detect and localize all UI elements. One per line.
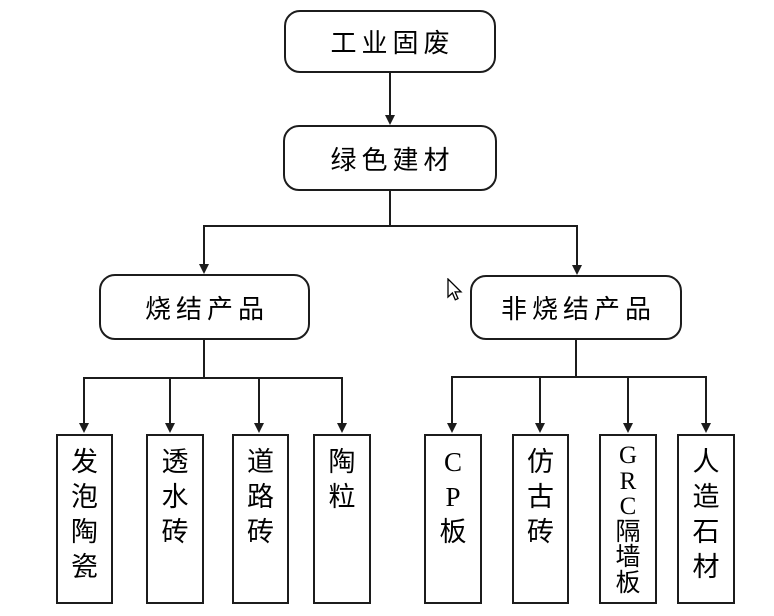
- node-non-sintered-products[interactable]: 非烧结产品: [470, 275, 682, 340]
- node-industrial-solid-waste[interactable]: 工业固废: [284, 10, 496, 73]
- node-foamed-ceramics[interactable]: 发 泡 陶 瓷: [56, 434, 113, 604]
- node-label: 发 泡 陶 瓷: [71, 447, 98, 582]
- node-road-brick[interactable]: 道 路 砖: [232, 434, 289, 604]
- mouse-cursor-icon: [447, 278, 463, 301]
- node-green-building-materials[interactable]: 绿色建材: [283, 125, 497, 191]
- node-label: G R C 隔 墙 板: [615, 442, 641, 597]
- node-label: 道 路 砖: [247, 447, 274, 547]
- node-sintered-products[interactable]: 烧结产品: [99, 274, 310, 340]
- node-label: 绿色建材: [330, 145, 455, 175]
- node-label: 透 水 砖: [161, 447, 189, 547]
- node-ceramsite[interactable]: 陶 粒: [313, 434, 371, 604]
- node-label: 工业固废: [330, 29, 455, 58]
- node-label: 烧结产品: [144, 294, 269, 324]
- node-label: 非烧结产品: [500, 295, 656, 324]
- node-grc-partition-board[interactable]: G R C 隔 墙 板: [599, 434, 657, 604]
- node-artificial-stone[interactable]: 人 造 石 材: [677, 434, 735, 604]
- node-label: 仿 古 砖: [527, 447, 554, 547]
- node-label: 人 造 石 材: [692, 447, 720, 582]
- node-label: C P 板: [439, 447, 467, 547]
- node-antique-brick[interactable]: 仿 古 砖: [512, 434, 569, 604]
- node-label: 陶 粒: [328, 447, 356, 512]
- node-permeable-brick[interactable]: 透 水 砖: [146, 434, 204, 604]
- node-cp-board[interactable]: C P 板: [424, 434, 482, 604]
